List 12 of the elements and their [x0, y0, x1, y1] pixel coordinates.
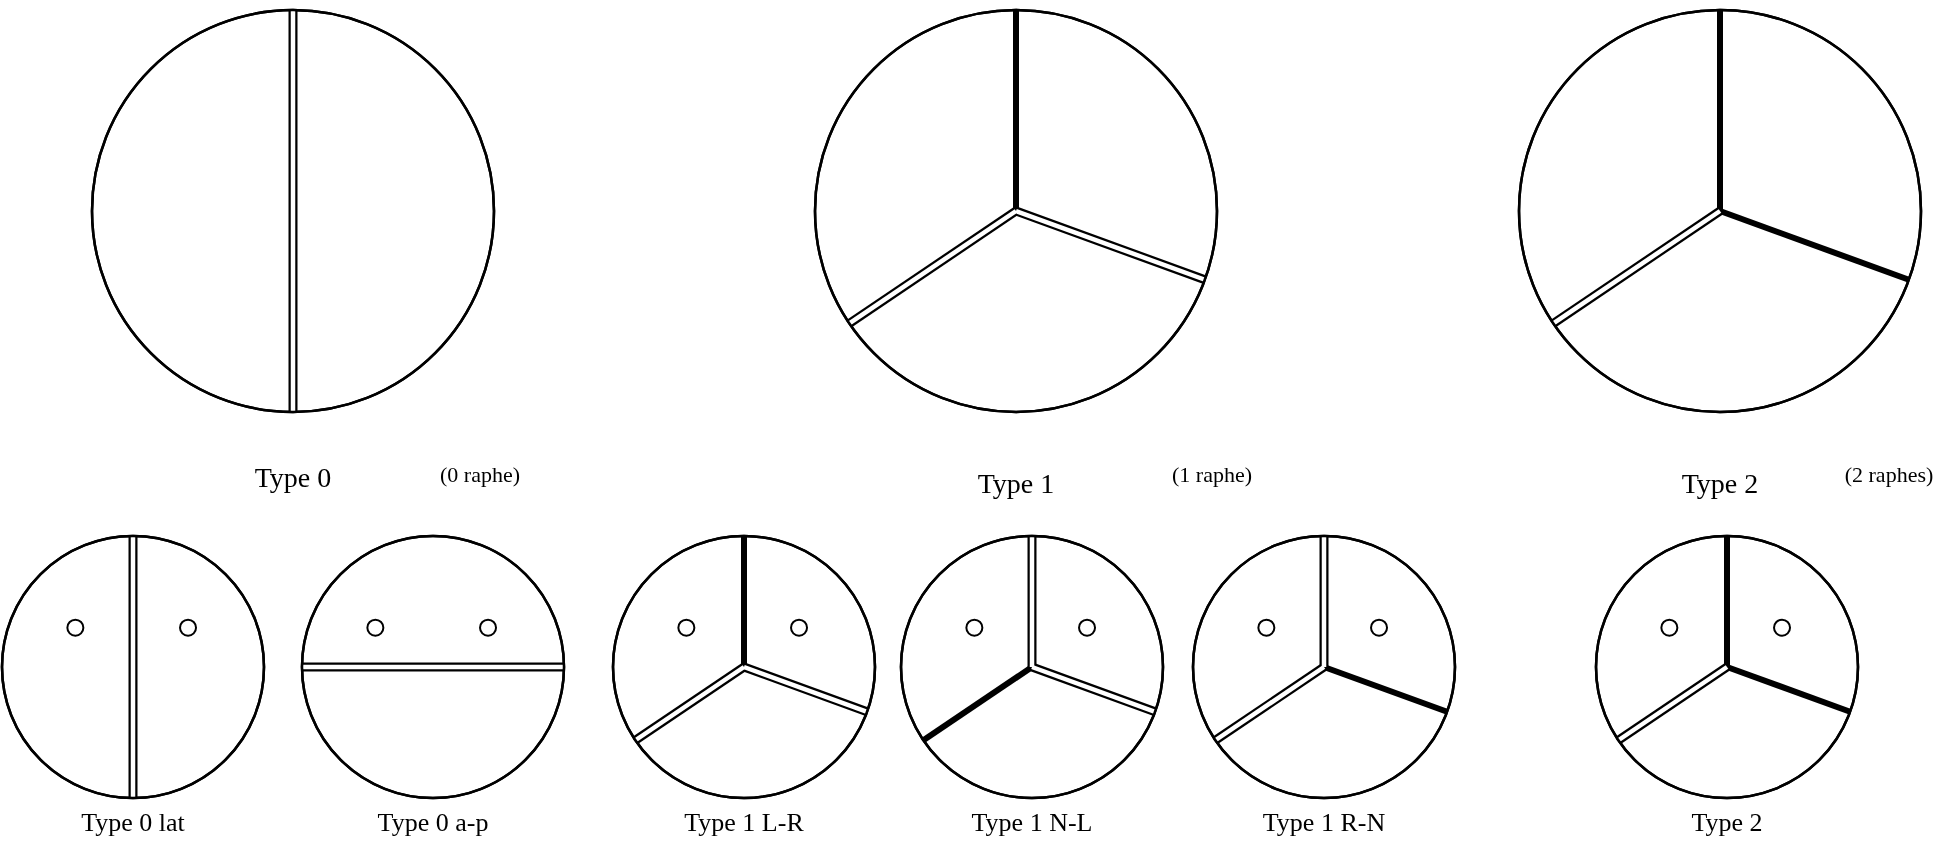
type-label: Type 2 — [1691, 808, 1763, 838]
type-label: Type 1 L-R — [684, 808, 804, 838]
type-label: Type 0 a-p — [377, 808, 489, 838]
type-label: Type 1 N-L — [971, 808, 1093, 838]
type-label: Type 2 — [1681, 468, 1759, 500]
type-label: Type 1 R-N — [1262, 808, 1386, 838]
raphe-count-note: (2 raphes) — [1844, 462, 1934, 488]
raphe-count-note: (1 raphe) — [1172, 462, 1252, 488]
raphe-count-note: (0 raphe) — [440, 462, 520, 488]
type-label: Type 0 — [254, 462, 332, 494]
type-label: Type 0 lat — [81, 808, 185, 838]
type-label: Type 1 — [977, 468, 1055, 500]
